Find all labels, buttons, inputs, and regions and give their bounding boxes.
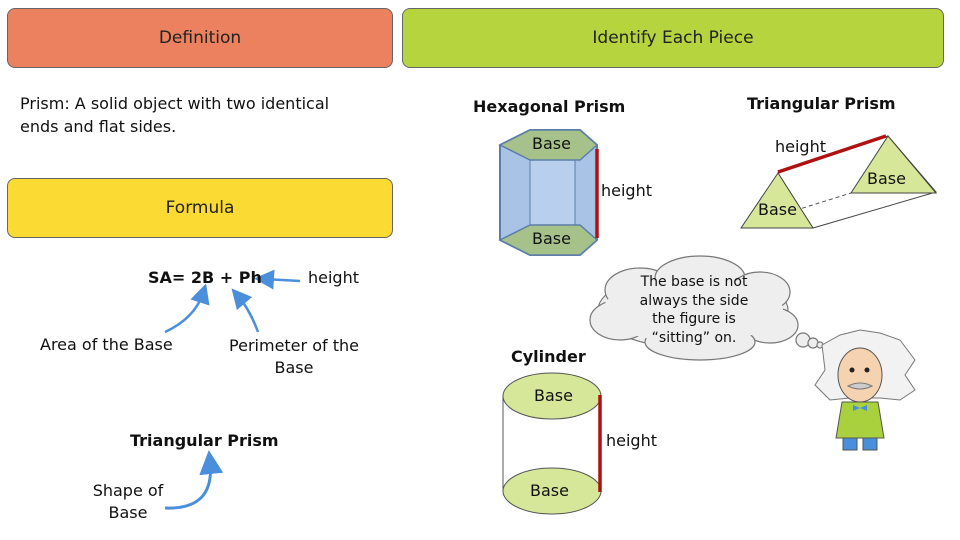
cyl-title: Cylinder [511, 347, 586, 366]
perimeter-line: Base [274, 358, 314, 377]
hex-title: Hexagonal Prism [473, 97, 626, 116]
arrow-area-base [164, 283, 210, 334]
formula-height-label: height [308, 268, 359, 287]
tri-height: height [775, 137, 826, 156]
identify-header-label: Identify Each Piece [592, 28, 754, 48]
triangular-prism-figure [740, 134, 938, 229]
shape-line: Shape of [92, 481, 164, 500]
arrow-shape-of-base [164, 450, 224, 510]
shape-of-base-label: Shape of Base [80, 480, 176, 524]
perimeter-label: Perimeter of the Base [218, 335, 370, 379]
formula-header-label: Formula [165, 198, 235, 218]
tri-title: Triangular Prism [747, 94, 896, 113]
definition-header-label: Definition [158, 28, 242, 48]
tri-base-left: Base [758, 200, 797, 219]
hex-base-bottom: Base [532, 229, 571, 248]
formula-header: Formula [7, 178, 393, 238]
hexagonal-prism-figure [498, 129, 599, 256]
definition-header: Definition [7, 8, 393, 68]
cyl-height: height [606, 431, 657, 450]
cyl-base-bottom: Base [530, 481, 569, 500]
thought-line: always the side [639, 292, 749, 309]
tri-base-right: Base [867, 169, 906, 188]
arrow-height [254, 269, 301, 290]
perimeter-line: Perimeter of the [229, 336, 359, 355]
thought-line: the figure is [652, 311, 736, 327]
area-base-label: Area of the Base [40, 335, 173, 354]
thought-text: The base is not always the side the figu… [625, 273, 763, 347]
identify-header: Identify Each Piece [402, 8, 944, 68]
scientist-illustration [814, 329, 916, 451]
arrow-perimeter [231, 288, 260, 333]
thought-line: “sitting” on. [651, 329, 737, 346]
shape-line: Base [108, 503, 148, 522]
example-title: Triangular Prism [130, 431, 279, 450]
cyl-base-top: Base [534, 386, 573, 405]
thought-line: The base is not [640, 274, 748, 290]
hex-height: height [601, 181, 652, 200]
hex-base-top: Base [532, 134, 571, 153]
formula-text: SA= 2B + Ph [148, 268, 262, 287]
definition-text: Prism: A solid object with two identical… [20, 92, 329, 138]
definition-line: Prism: A solid object with two identical [20, 94, 330, 113]
thought-cloud [589, 255, 824, 361]
definition-line: ends and flat sides. [20, 117, 177, 136]
cylinder-figure [502, 372, 602, 515]
